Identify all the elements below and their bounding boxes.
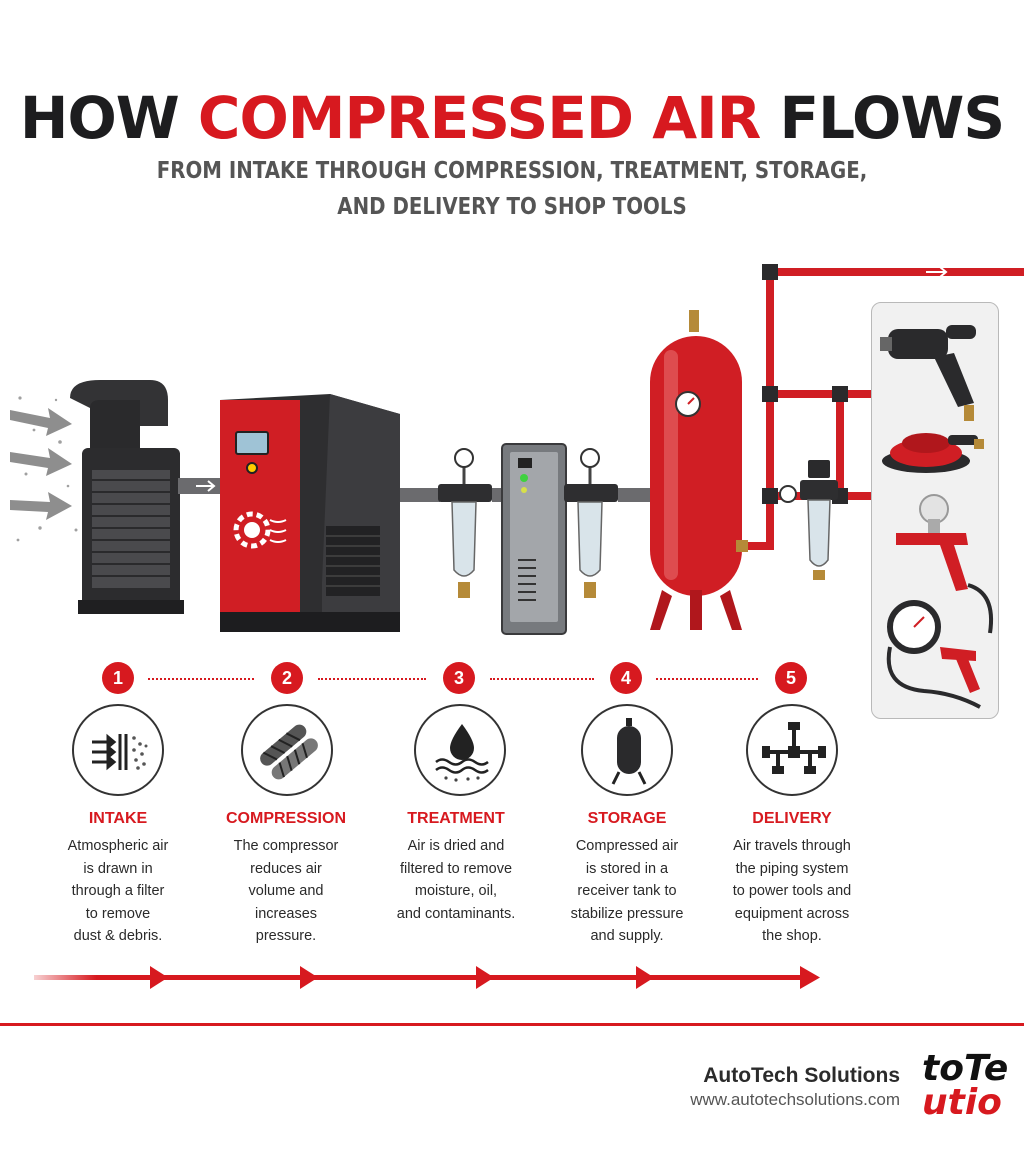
footer-divider	[0, 1023, 1024, 1026]
pipe-fittings	[736, 264, 848, 552]
step-5-number: 5	[775, 662, 807, 694]
intake-filter-unit	[70, 380, 184, 614]
spray-gun-icon	[896, 494, 993, 634]
tire-inflator-icon	[886, 600, 981, 709]
flow-arrow	[300, 966, 318, 989]
step-2-title: COMPRESSION	[225, 810, 346, 827]
company-website: www.autotechsolutions.com	[690, 1090, 900, 1109]
dust-particles	[16, 396, 78, 542]
logo-text-line2: utio	[922, 1082, 1002, 1123]
compressor-unit	[220, 394, 400, 632]
step-5-title: DELIVERY	[752, 810, 832, 827]
incoming-air-arrows	[10, 408, 72, 520]
step-3-title: TREATMENT	[407, 810, 505, 827]
rotary-screw-icon	[241, 704, 333, 796]
step-3-number: 3	[443, 662, 475, 694]
step-4-title: STORAGE	[587, 810, 667, 827]
filter-one	[438, 448, 492, 598]
water-drop-icon	[414, 704, 506, 796]
title-part2: FLOWS	[760, 84, 1006, 152]
pipe-network-icon	[746, 704, 838, 796]
page-title: HOW COMPRESSED AIR FLOWS	[0, 84, 1024, 152]
intake-filter-icon	[72, 704, 164, 796]
title-accent: COMPRESSED AIR	[197, 84, 761, 152]
step-4-number: 4	[610, 662, 642, 694]
impact-wrench-icon	[880, 325, 976, 421]
tools-panel	[871, 302, 999, 719]
flow-arrow	[150, 966, 168, 989]
filter-two	[564, 448, 618, 598]
flow-arrow	[636, 966, 654, 989]
logo-text-line1: toTe	[922, 1048, 1009, 1089]
dotted-connector	[656, 678, 758, 680]
subtitle-line2: AND DELIVERY TO SHOP TOOLS	[337, 194, 687, 220]
receiver-tank	[650, 310, 742, 630]
company-logo: toTe utio	[918, 1046, 1024, 1126]
receiver-tank-icon	[581, 704, 673, 796]
dryer-unit	[501, 443, 567, 635]
flow-arrow-line	[34, 966, 820, 989]
dotted-connector	[318, 678, 426, 680]
step-1-title: INTAKE	[88, 810, 148, 827]
orbital-sander-icon	[882, 433, 984, 473]
step-1-number: 1	[102, 662, 134, 694]
subtitle-line1: FROM INTAKE THROUGH COMPRESSION, TREATME…	[156, 158, 868, 184]
flow-arrow	[476, 966, 494, 989]
title-part1: HOW	[19, 84, 198, 152]
flow-arrow	[800, 966, 820, 989]
air-system-illustration	[10, 264, 1024, 635]
dotted-connector	[490, 678, 594, 680]
frl-unit	[779, 460, 838, 580]
step-2-number: 2	[271, 662, 303, 694]
dotted-connector	[148, 678, 254, 680]
company-name: AutoTech Solutions	[703, 1064, 900, 1087]
